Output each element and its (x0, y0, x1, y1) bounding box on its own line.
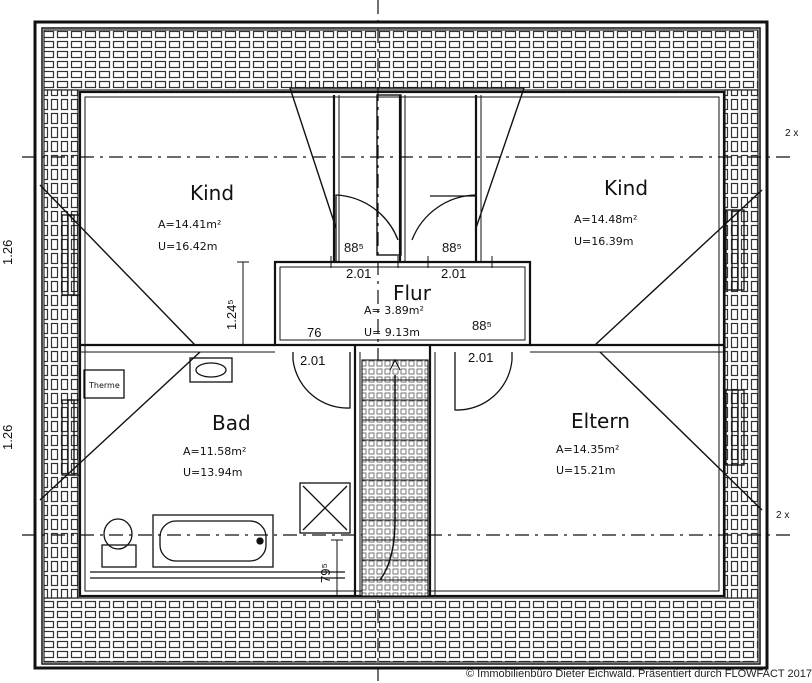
outer-walls (33, 20, 769, 670)
door4-width: 88⁵ (472, 318, 492, 333)
room-name-kind-left: Kind (190, 181, 234, 205)
sink-basin (195, 362, 227, 378)
door1-width: 88⁵ (344, 240, 364, 255)
left-dimension-1: 1.26 (0, 240, 15, 265)
boiler (83, 369, 125, 399)
copyright-notice: © Immobilienbüro Dieter Eichwald. Präsen… (466, 668, 812, 680)
room-name-bad: Bad (212, 411, 251, 435)
room-area-bad: A=11.58m² (183, 445, 246, 458)
staircase (361, 358, 429, 597)
room-area-flur: A= 3.89m² (364, 304, 424, 317)
roof-overhang (43, 29, 759, 663)
right-dimension-1: 2 x (785, 128, 798, 139)
room-perimeter-kind-left: U=16.42m (158, 240, 217, 253)
door3-height: 2.01 (300, 353, 325, 368)
door4-height: 2.01 (468, 350, 493, 365)
toilet-bowl (103, 518, 133, 550)
room-name-kind-right: Kind (604, 176, 648, 200)
room-area-eltern: A=14.35m² (556, 443, 619, 456)
right-dimension-2: 2 x (776, 510, 789, 521)
door3-width: 76 (307, 325, 321, 340)
room-area-kind-right: A=14.48m² (574, 213, 637, 226)
room-perimeter-kind-right: U=16.39m (574, 235, 633, 248)
door-dimensions: 88⁵ 2.01 88⁵ 2.01 76 2.01 88⁵ 2.01 (300, 240, 493, 368)
room-perimeter-eltern: U=15.21m (556, 464, 615, 477)
room-name-eltern: Eltern (571, 409, 630, 433)
bathroom-fixtures (83, 357, 351, 579)
door2-width: 88⁵ (442, 240, 462, 255)
room-area-kind-left: A=14.41m² (158, 218, 221, 231)
room-name-flur: Flur (393, 281, 432, 305)
shower (299, 482, 351, 534)
sill-height-flur: 1.24⁵ (224, 299, 239, 330)
room-labels: Kind A=14.41m² U=16.42m Kind A=14.48m² U… (158, 176, 648, 479)
door1-height: 2.01 (346, 266, 371, 281)
left-dimension-2: 1.26 (0, 425, 15, 450)
windows (61, 209, 745, 476)
boiler-label: Therme (88, 381, 120, 390)
dimension-lines (237, 256, 512, 597)
toilet-tank (101, 544, 137, 568)
room-perimeter-flur: U= 9.13m (364, 326, 420, 339)
door-swings (292, 194, 513, 411)
bathtub (152, 514, 274, 568)
sill-height-bad: 79⁵ (318, 563, 333, 583)
room-perimeter-bad: U=13.94m (183, 466, 242, 479)
door2-height: 2.01 (441, 266, 466, 281)
sink (189, 357, 233, 383)
